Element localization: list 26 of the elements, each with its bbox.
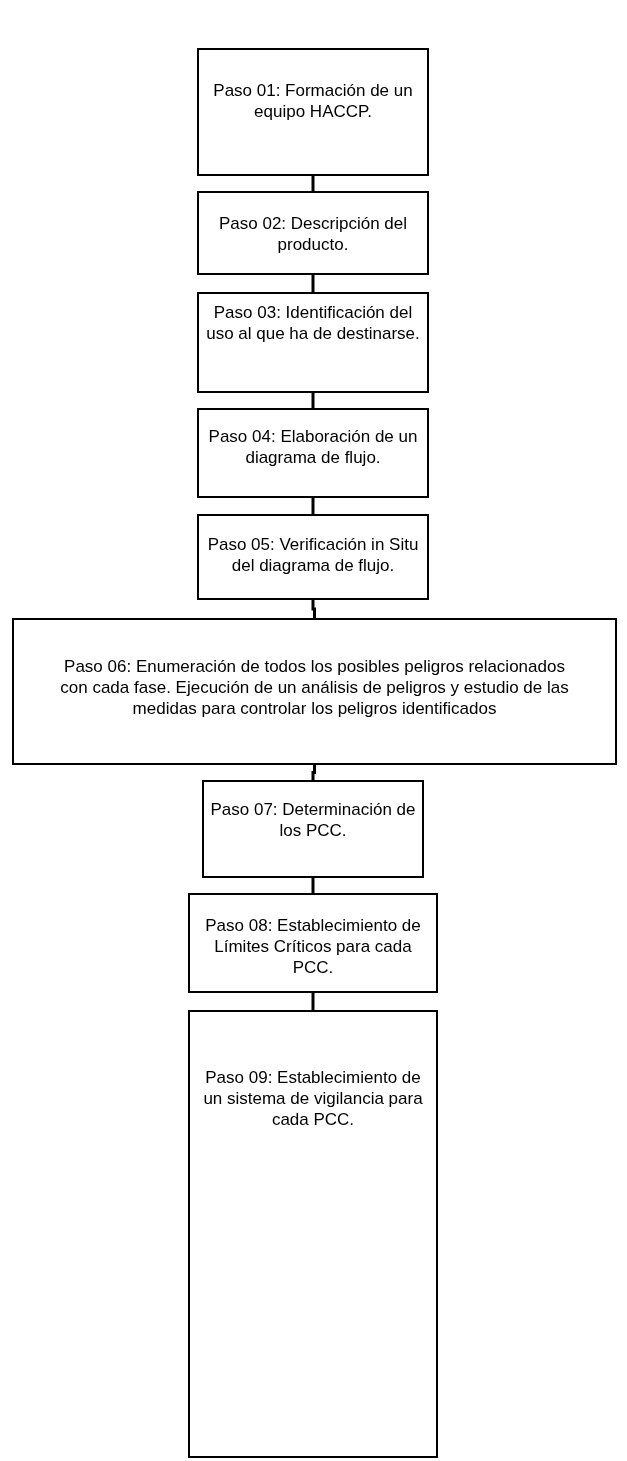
process-box — [12, 618, 617, 765]
step-text: Paso 05: Verificación in Situ del diagrama de flujo. — [206, 534, 420, 577]
process-box — [188, 893, 438, 993]
step-text: Paso 04: Elaboración de un diagrama de flujo. — [207, 426, 419, 469]
process-box — [197, 514, 429, 600]
connector-line — [311, 765, 316, 780]
step-text: Paso 09: Establecimiento de un sistema de vigilancia para cada PCC. — [202, 1067, 424, 1131]
step-text: Paso 06: Enumeración de todos los posibles peligros relacionados con cada fase. Ejecución de un análisis de peligros y estudio de las medidas para controlar los peligros identificados — [59, 656, 570, 720]
step-text: Paso 03: Identificación del uso al que ha de destinarse. — [205, 302, 421, 345]
process-box — [197, 408, 429, 498]
connector-line — [311, 600, 316, 618]
connector-line — [311, 275, 315, 292]
process-box — [197, 191, 429, 275]
process-box — [197, 292, 429, 393]
connector-line — [311, 393, 315, 408]
connector-line — [311, 993, 315, 1010]
step-text: Paso 01: Formación de un equipo HACCP. — [212, 80, 414, 123]
step-text: Paso 07: Determinación de los PCC. — [209, 799, 417, 842]
connector-line — [311, 176, 315, 191]
process-box — [197, 48, 429, 176]
connector-line — [311, 498, 315, 514]
step-text: Paso 02: Descripción del producto. — [217, 213, 408, 256]
process-box — [188, 1010, 438, 1458]
connector-line — [311, 878, 315, 893]
process-box — [202, 780, 424, 878]
step-text: Paso 08: Establecimiento de Límites Críticos para cada PCC. — [204, 915, 422, 979]
